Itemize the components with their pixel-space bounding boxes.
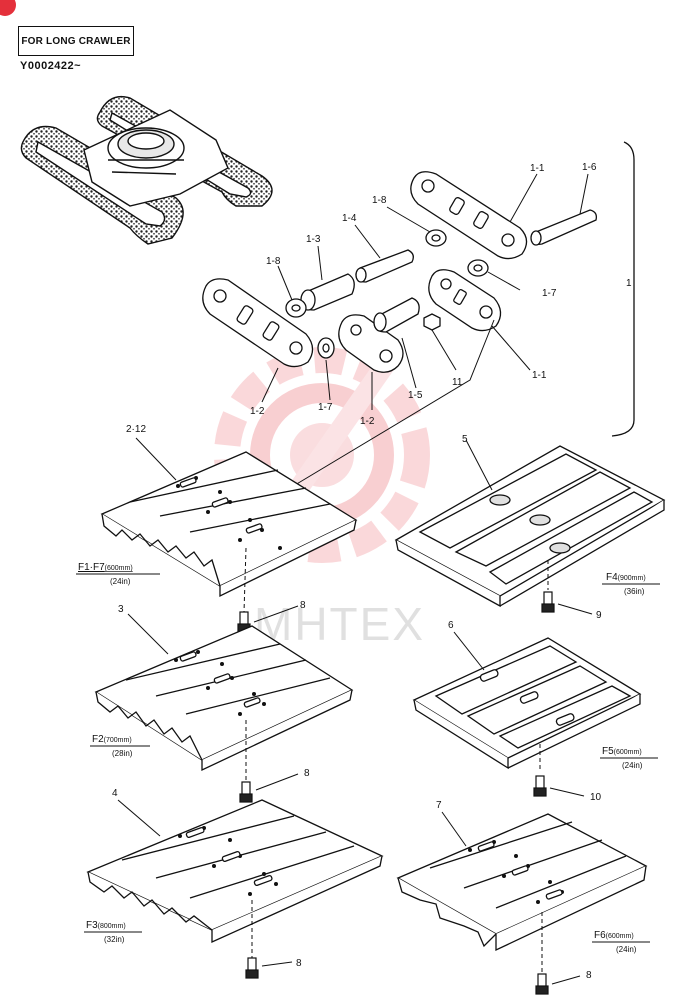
label-f5: F5(600mm) (24in) — [600, 746, 658, 770]
svg-text:F5(600mm): F5(600mm) — [602, 746, 642, 757]
leader-4 — [117, 799, 161, 837]
svg-text:F4(900mm): F4(900mm) — [606, 572, 646, 583]
track-shoe-f1f7 — [100, 451, 358, 598]
callout-1-2-left: 1-2 — [250, 406, 265, 417]
callout-11: 11 — [452, 377, 463, 388]
bolt-10-icon — [533, 775, 547, 797]
callout-8-f6: 8 — [586, 970, 592, 981]
bolt-8-f6-icon — [535, 973, 549, 995]
leader-10 — [549, 787, 585, 797]
svg-text:F6(600mm): F6(600mm) — [594, 930, 634, 941]
callout-1-4: 1-4 — [342, 213, 357, 224]
callout-6: 6 — [448, 620, 454, 631]
callout-9: 9 — [596, 610, 602, 621]
svg-text:F1·F7(600mm): F1·F7(600mm) — [78, 562, 133, 573]
bolt-8-lower-icon — [245, 957, 259, 979]
svg-text:(24in): (24in) — [616, 945, 637, 954]
leader-8b — [255, 773, 299, 791]
leader-2-12 — [135, 437, 177, 481]
track-shoe-f2 — [94, 625, 354, 772]
crawler-assembly — [20, 95, 273, 245]
bolt-9-icon — [541, 591, 555, 613]
leader-8d — [551, 975, 581, 985]
callout-2-12: 2·12 — [126, 424, 146, 435]
label-f2: F2(700mm) (28in) — [90, 734, 150, 758]
svg-text:F2(700mm): F2(700mm) — [92, 734, 132, 745]
leader-6 — [453, 631, 485, 671]
svg-text:(28in): (28in) — [112, 749, 133, 758]
track-shoe-f3 — [86, 799, 384, 944]
label-f6: F6(600mm) (24in) — [592, 930, 650, 954]
svg-text:(24in): (24in) — [622, 761, 643, 770]
callout-8-lower: 8 — [296, 958, 302, 969]
track-shoe-f6 — [396, 813, 648, 952]
callout-1-1-upper: 1-1 — [530, 163, 545, 174]
track-link-parts — [202, 171, 598, 373]
bolt-8-middle-icon — [239, 781, 253, 803]
callout-10: 10 — [590, 792, 602, 803]
leader-8c — [261, 961, 293, 967]
group-bracket — [611, 141, 635, 437]
callout-1-8-upper: 1-8 — [372, 195, 387, 206]
svg-text:F3(800mm): F3(800mm) — [86, 920, 126, 931]
label-f1f7: F1·F7(600mm) (24in) — [76, 562, 160, 586]
callout-1-1-lower: 1-1 — [532, 370, 547, 381]
callout-7: 7 — [436, 800, 442, 811]
leader-7 — [441, 811, 467, 847]
callout-5: 5 — [462, 434, 468, 445]
callout-8-middle: 8 — [304, 768, 310, 779]
bolt-axis-1 — [243, 547, 247, 613]
corner-marker — [0, 0, 16, 16]
callout-numbers: 1-1 1-6 1-8 1-4 1-3 1-8 1-7 1 1-1 11 1-5… — [112, 162, 632, 981]
svg-text:(32in): (32in) — [104, 935, 125, 944]
svg-text:(36in): (36in) — [624, 587, 645, 596]
leader-5 — [465, 439, 493, 491]
svg-text:(24in): (24in) — [110, 577, 131, 586]
callout-1-8-left: 1-8 — [266, 256, 281, 267]
shoe-width-labels: F1·F7(600mm) (24in) F4(900mm) (36in) F2(… — [76, 562, 660, 954]
callout-8-upper: 8 — [300, 600, 306, 611]
callout-1-2-middle: 1-2 — [360, 416, 375, 427]
callout-1-6: 1-6 — [582, 162, 597, 173]
leader-lines-top — [261, 173, 589, 489]
callout-1-3: 1-3 — [306, 234, 321, 245]
header-box: FOR LONG CRAWLER — [18, 26, 134, 56]
callout-1-7-lower: 1-7 — [318, 402, 333, 413]
label-f4: F4(900mm) (36in) — [602, 572, 660, 596]
leader-8a — [253, 605, 299, 623]
callout-1-5: 1-5 — [408, 390, 423, 401]
track-shoe-f4 — [394, 445, 666, 608]
callout-1-7-right: 1-7 — [542, 288, 557, 299]
callout-3: 3 — [118, 604, 124, 615]
label-f3: F3(800mm) (32in) — [84, 920, 142, 944]
track-shoe-f5 — [412, 637, 642, 770]
callout-4: 4 — [112, 788, 118, 799]
callout-1: 1 — [626, 278, 632, 289]
leader-9 — [557, 603, 593, 615]
leader-3 — [127, 613, 169, 655]
serial-number: Y0002422~ — [20, 60, 82, 72]
watermark-text: MHTEX — [254, 598, 425, 650]
header-box-label: FOR LONG CRAWLER — [21, 35, 131, 47]
